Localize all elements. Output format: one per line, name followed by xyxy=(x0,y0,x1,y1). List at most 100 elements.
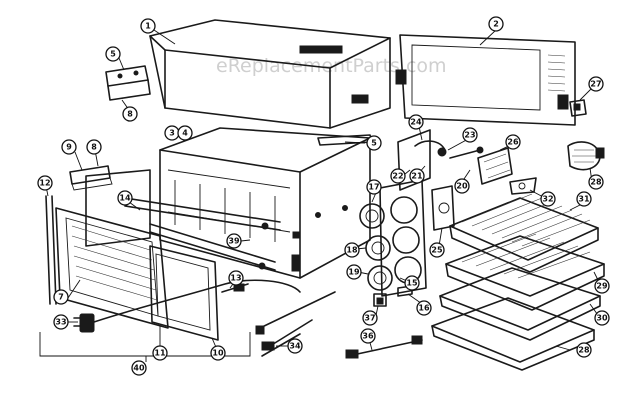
callout-28: 28 xyxy=(576,342,592,358)
callout-number: 37 xyxy=(364,314,375,323)
callout-number: 23 xyxy=(464,131,475,140)
callout-circle xyxy=(366,135,382,151)
callout-2: 2 xyxy=(488,16,504,32)
callout-3: 3 xyxy=(164,125,180,141)
wire-rack xyxy=(449,193,599,273)
small-clip xyxy=(373,293,387,307)
callout-circle xyxy=(122,106,138,122)
callout-number: 30 xyxy=(596,314,608,323)
callout-5: 5 xyxy=(366,135,382,151)
callout-18: 18 xyxy=(344,242,360,258)
callout-number: 15 xyxy=(406,279,418,288)
callout-32: 32 xyxy=(540,191,556,207)
control-knobs xyxy=(359,203,393,291)
callout-number: 32 xyxy=(542,195,553,204)
callout-number: 9 xyxy=(66,143,72,152)
callout-number: 39 xyxy=(228,237,240,246)
callout-34: 34 xyxy=(287,338,303,354)
callout-24: 24 xyxy=(408,114,424,130)
callout-5: 5 xyxy=(105,46,121,62)
callout-circle xyxy=(362,310,378,326)
callout-circle xyxy=(228,270,244,286)
callout-circle xyxy=(61,139,77,155)
callout-circle xyxy=(53,289,69,305)
callout-7: 7 xyxy=(53,289,69,305)
callout-circle xyxy=(594,310,610,326)
callout-13: 13 xyxy=(228,270,244,286)
callout-circle xyxy=(462,127,478,143)
callout-9: 9 xyxy=(61,139,77,155)
back-panel xyxy=(395,34,576,126)
callout-circle xyxy=(37,175,53,191)
callout-circle xyxy=(346,264,362,280)
callout-number: 28 xyxy=(578,346,590,355)
thermostat xyxy=(567,141,605,171)
callout-number: 36 xyxy=(362,332,374,341)
callout-25: 25 xyxy=(429,242,445,258)
callout-circle xyxy=(454,178,470,194)
callout-circle xyxy=(287,338,303,354)
callout-circle xyxy=(408,114,424,130)
callout-4: 4 xyxy=(177,125,193,141)
callout-circle xyxy=(140,18,156,34)
callout-37: 37 xyxy=(362,310,378,326)
callout-number: 20 xyxy=(456,182,468,191)
heating-elements xyxy=(124,197,281,271)
callout-circle xyxy=(404,275,420,291)
callout-14: 14 xyxy=(117,190,133,206)
callout-circle xyxy=(152,345,168,361)
callout-number: 18 xyxy=(346,246,358,255)
side-rod xyxy=(45,195,57,305)
callout-number: 25 xyxy=(431,246,443,255)
callout-number: 24 xyxy=(410,118,422,127)
callout-15: 15 xyxy=(404,275,420,291)
callout-10: 10 xyxy=(210,345,226,361)
callout-number: 28 xyxy=(590,178,602,187)
callout-40: 40 xyxy=(131,360,147,376)
callout-11: 11 xyxy=(152,345,168,361)
callout-circle xyxy=(576,191,592,207)
callout-29: 29 xyxy=(594,278,610,294)
callout-number: 7 xyxy=(58,293,64,302)
callout-22: 22 xyxy=(390,168,406,184)
watermark: eReplacementParts.com xyxy=(216,55,447,77)
callout-circle xyxy=(588,76,604,92)
assembly-bracket xyxy=(39,332,251,362)
callout-number: 40 xyxy=(133,364,145,373)
callout-circle xyxy=(390,168,406,184)
callout-1: 1 xyxy=(140,18,156,34)
callout-39: 39 xyxy=(226,233,242,249)
power-cord xyxy=(73,279,301,333)
callout-number: 3 xyxy=(169,129,175,138)
callout-circle xyxy=(409,168,425,184)
callout-17: 17 xyxy=(366,179,382,195)
callout-circle xyxy=(105,46,121,62)
callout-12: 12 xyxy=(37,175,53,191)
callout-number: 14 xyxy=(119,194,131,203)
callout-circle xyxy=(226,233,242,249)
callout-circle xyxy=(594,278,610,294)
callout-number: 1 xyxy=(145,22,151,31)
control-panel xyxy=(379,179,427,297)
callout-number: 5 xyxy=(110,50,116,59)
callout-number: 8 xyxy=(91,143,97,152)
callout-circle xyxy=(53,314,69,330)
callout-number: 31 xyxy=(578,195,590,204)
callout-number: 10 xyxy=(212,349,224,358)
callout-circle xyxy=(416,300,432,316)
callout-circle xyxy=(366,179,382,195)
callout-26: 26 xyxy=(505,134,521,150)
callout-number: 8 xyxy=(127,110,133,119)
callout-number: 2 xyxy=(493,20,499,29)
hinge-bracket-upper xyxy=(105,65,151,101)
callout-27: 27 xyxy=(588,76,604,92)
callout-circle xyxy=(210,345,226,361)
wire-harness xyxy=(255,291,336,357)
callout-number: 5 xyxy=(371,139,377,148)
callout-33: 33 xyxy=(53,314,69,330)
callout-36: 36 xyxy=(360,328,376,344)
callout-31: 31 xyxy=(576,191,592,207)
wire-connector xyxy=(345,335,423,359)
bottom-tray xyxy=(431,297,595,371)
